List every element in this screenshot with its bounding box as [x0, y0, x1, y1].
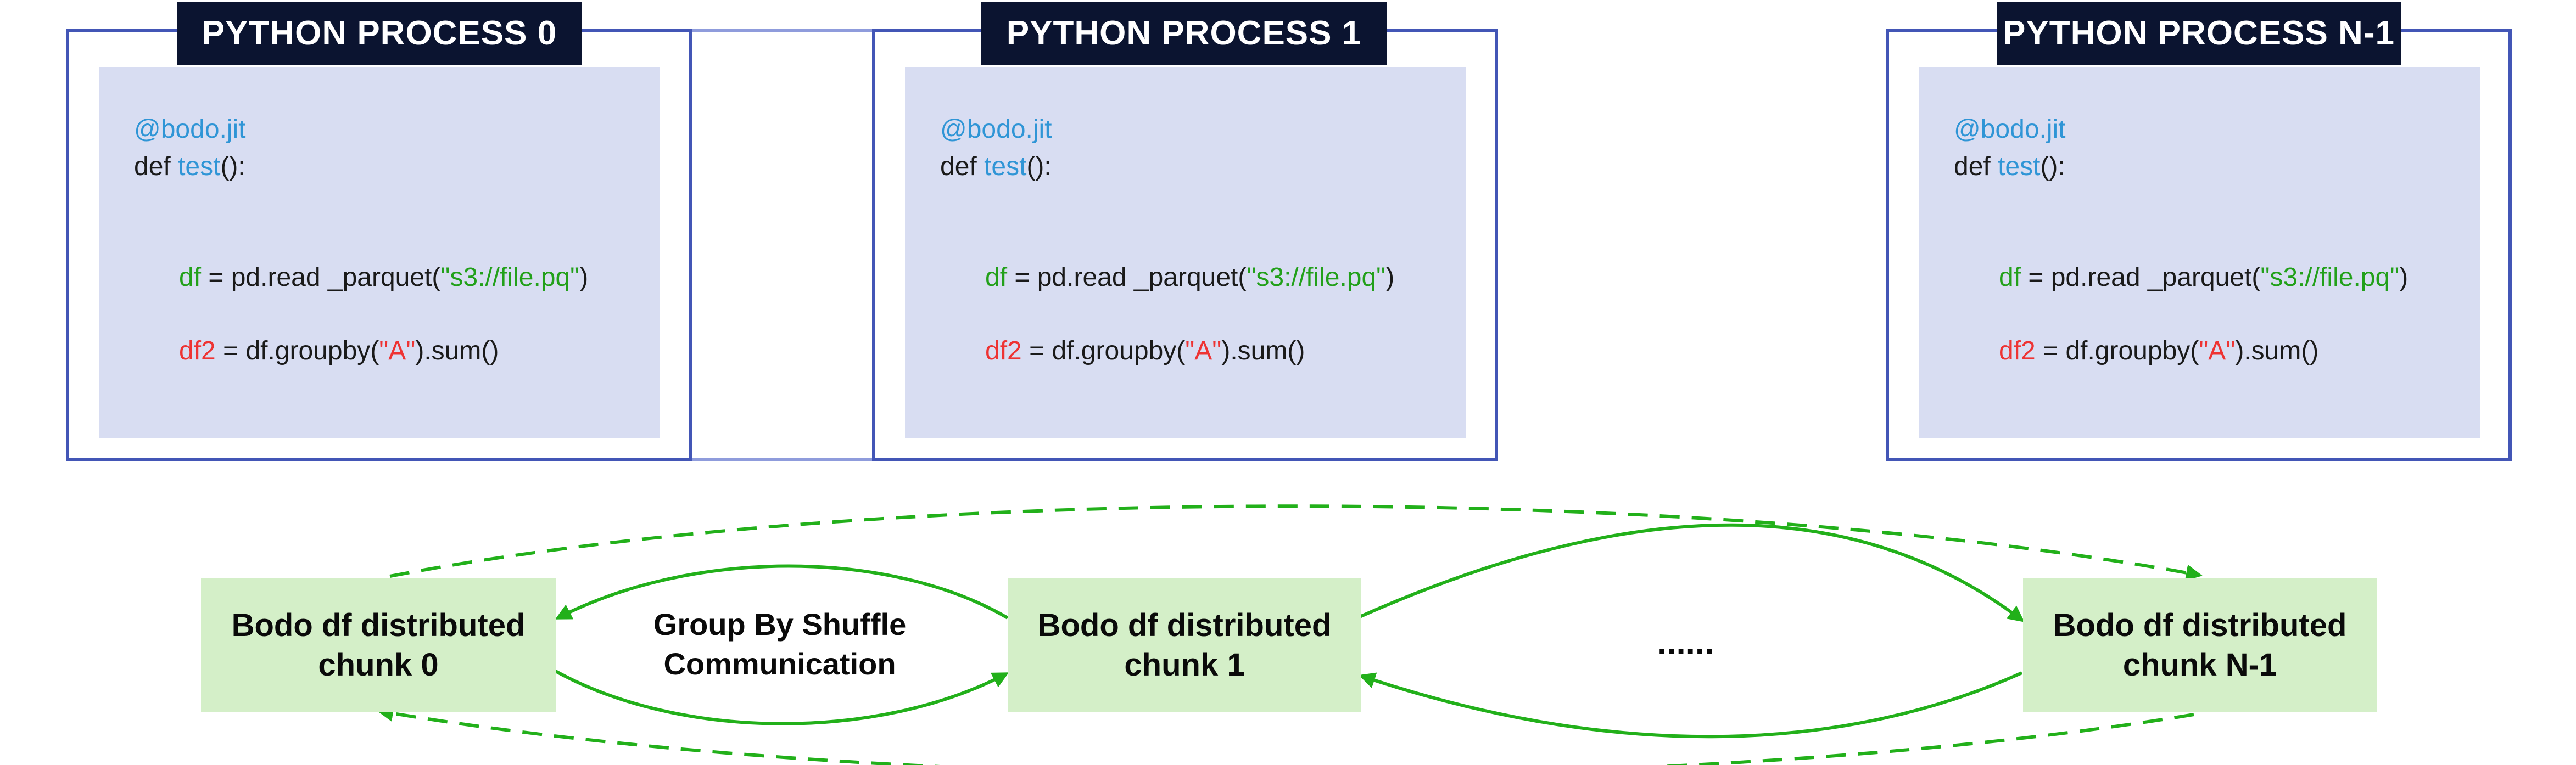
- chunk-box-0: Bodo df distributed chunk 0: [201, 578, 556, 712]
- chunk-label-line1: Bodo df distributed: [231, 608, 526, 643]
- chunk-box-1: Bodo df distributed chunk 1: [1008, 578, 1361, 712]
- read-parquet-line: df = pd.read _parquet("s3://file.pq"): [179, 263, 589, 292]
- decorator-line: @bodo.jit: [940, 115, 1052, 144]
- group-by-shuffle-label: Group By Shuffle Communication: [604, 605, 955, 684]
- process-title-1: PYTHON PROCESS 1: [981, 2, 1387, 65]
- groupby-line: df2 = df.groupby("A").sum(): [985, 336, 1305, 365]
- read-parquet-line: df = pd.read _parquet("s3://file.pq"): [1999, 263, 2409, 292]
- def-line: def test():: [1954, 152, 2065, 181]
- chunk-label-line1: Bodo df distributed: [2053, 608, 2347, 643]
- code-panel-n-1: @bodo.jit def test(): df = pd.read _parq…: [1919, 67, 2480, 438]
- dashed-arrow-bottom: [377, 705, 2194, 765]
- shuffle-label-line2: Communication: [663, 646, 896, 681]
- arrow-chunkn1-to-chunk1: [1359, 671, 2023, 739]
- chunk-label-line1: Bodo df distributed: [1037, 608, 1332, 643]
- arrow-chunk0-to-chunk1: [554, 669, 1009, 725]
- code-panel-0: @bodo.jit def test(): df = pd.read _parq…: [99, 67, 660, 438]
- process-frame-0: @bodo.jit def test(): df = pd.read _parq…: [66, 29, 692, 461]
- chunk-label-line2: chunk 0: [318, 647, 439, 683]
- decorator-line: @bodo.jit: [134, 115, 246, 144]
- chunk-label-line2: chunk 1: [1124, 647, 1245, 683]
- ellipsis: ......: [1657, 624, 1714, 662]
- dashed-arrow-top: [389, 504, 2203, 581]
- def-line: def test():: [134, 152, 245, 181]
- process-title-0: PYTHON PROCESS 0: [177, 2, 582, 65]
- decorator-line: @bodo.jit: [1954, 115, 2066, 144]
- process-title-n-1: PYTHON PROCESS N-1: [1997, 2, 2401, 65]
- groupby-line: df2 = df.groupby("A").sum(): [1999, 336, 2319, 365]
- arrow-chunk1-to-chunk0: [555, 564, 1009, 620]
- def-line: def test():: [940, 152, 1052, 181]
- arrow-chunk1-to-chunkn1: [1359, 523, 2025, 622]
- chunk-label-line2: chunk N-1: [2122, 647, 2277, 683]
- chunk-box-n-1: Bodo df distributed chunk N-1: [2023, 578, 2377, 712]
- read-parquet-line: df = pd.read _parquet("s3://file.pq"): [985, 263, 1395, 292]
- code-panel-1: @bodo.jit def test(): df = pd.read _parq…: [905, 67, 1466, 438]
- process-frame-1: @bodo.jit def test(): df = pd.read _parq…: [872, 29, 1498, 461]
- process-frame-n-1: @bodo.jit def test(): df = pd.read _parq…: [1886, 29, 2512, 461]
- groupby-line: df2 = df.groupby("A").sum(): [179, 336, 499, 365]
- shuffle-label-line1: Group By Shuffle: [653, 607, 907, 642]
